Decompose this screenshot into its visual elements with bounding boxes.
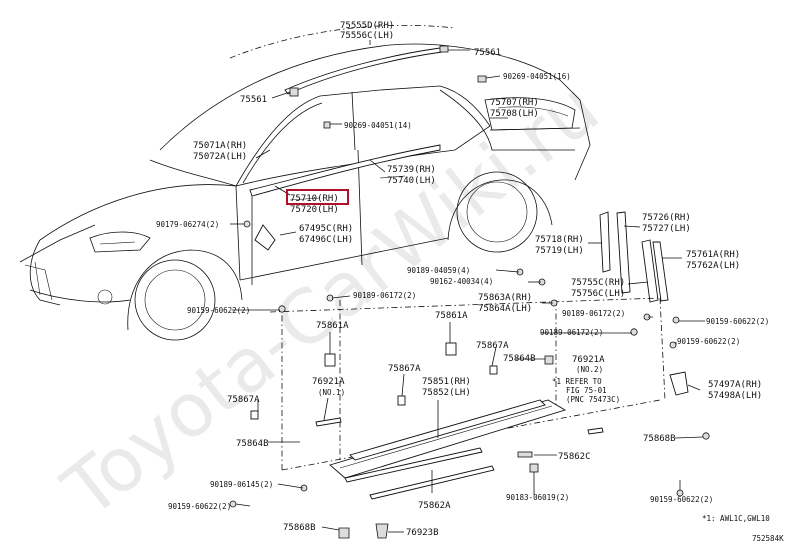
label-75861A-b[interactable]: 75861A xyxy=(435,311,468,321)
label-75756C[interactable]: 75756C(LH) xyxy=(571,289,625,299)
label-75852[interactable]: 75852(LH) xyxy=(422,388,471,398)
footnote: *1: AWL1C,GWL10 xyxy=(702,514,770,523)
label-75863A[interactable]: 75863A(RH) xyxy=(478,293,532,303)
label-90189-06172-c[interactable]: 90189-06172(2) xyxy=(540,328,603,337)
label-90269-04051-14[interactable]: 90269-04051(14) xyxy=(344,121,412,130)
part-labels: 75555D(RH) 75556C(LH) 75561 90269-04051(… xyxy=(156,21,784,543)
label-75708[interactable]: 75708(LH) xyxy=(490,109,539,119)
label-75864B-b[interactable]: 75864B xyxy=(236,439,269,449)
label-75720[interactable]: 75720(LH) xyxy=(290,205,339,215)
label-75071A[interactable]: 75071A(RH) xyxy=(193,141,247,151)
car-body-outline xyxy=(19,24,591,341)
label-90189-06172-a[interactable]: 90189-06172(2) xyxy=(353,291,416,300)
label-no1: (NO.1) xyxy=(318,388,345,397)
label-75072A[interactable]: 75072A(LH) xyxy=(193,152,247,162)
label-67496C[interactable]: 67496C(LH) xyxy=(299,235,353,245)
label-90179-06274[interactable]: 90179-06274(2) xyxy=(156,220,219,229)
label-90162-40034[interactable]: 90162-40034(4) xyxy=(430,277,493,286)
label-90159-60622-b[interactable]: 90159-60622(2) xyxy=(706,317,769,326)
label-90159-60622-e[interactable]: 90159-60622(2) xyxy=(650,495,713,504)
label-75867A-a[interactable]: 75867A xyxy=(476,341,509,351)
label-75864B-a[interactable]: 75864B xyxy=(503,354,536,364)
label-75561-left[interactable]: 75561 xyxy=(240,95,267,105)
label-75555D[interactable]: 75555D(RH) xyxy=(340,21,394,31)
label-57498A[interactable]: 57498A(LH) xyxy=(708,391,762,401)
label-75851[interactable]: 75851(RH) xyxy=(422,377,471,387)
label-90183-06019[interactable]: 90183-06019(2) xyxy=(506,493,569,502)
label-90189-06145[interactable]: 90189-06145(2) xyxy=(210,480,273,489)
highlight-box xyxy=(286,189,349,205)
label-75719[interactable]: 75719(LH) xyxy=(535,246,584,256)
label-57497A[interactable]: 57497A(RH) xyxy=(708,380,762,390)
refer-note-2: FIG 75-01 xyxy=(566,386,607,395)
label-75755C[interactable]: 75755C(RH) xyxy=(571,278,625,288)
label-75561-top[interactable]: 75561 xyxy=(474,48,501,58)
label-75868B-a[interactable]: 75868B xyxy=(643,434,676,444)
label-no2: (NO.2) xyxy=(576,365,603,374)
label-75762A[interactable]: 75762A(LH) xyxy=(686,261,740,271)
label-75739[interactable]: 75739(RH) xyxy=(387,165,436,175)
label-75556C[interactable]: 75556C(LH) xyxy=(340,31,394,41)
label-90189-06172-b[interactable]: 90189-06172(2) xyxy=(562,309,625,318)
label-75862A[interactable]: 75862A xyxy=(418,501,451,511)
label-75868B-b[interactable]: 75868B xyxy=(283,523,316,533)
label-75761A[interactable]: 75761A(RH) xyxy=(686,250,740,260)
refer-note-1: *1 REFER TO xyxy=(552,377,602,386)
refer-note-3: (PNC 75473C) xyxy=(566,395,620,404)
front-wheel xyxy=(127,249,243,341)
pillar-garnish-parts xyxy=(588,211,682,303)
label-90159-60622-c[interactable]: 90159-60622(2) xyxy=(677,337,740,346)
label-75727[interactable]: 75727(LH) xyxy=(642,224,691,234)
label-67495C[interactable]: 67495C(RH) xyxy=(299,224,353,234)
label-90189-04059[interactable]: 90189-04059(4) xyxy=(407,266,470,275)
label-76921A-a[interactable]: 76921A xyxy=(572,355,605,365)
leader-lines-rocker xyxy=(232,269,705,533)
label-90159-60622-d[interactable]: 90159-60622(2) xyxy=(168,502,231,511)
diagram-id: 752584K xyxy=(752,534,784,543)
label-75864A[interactable]: 75864A(LH) xyxy=(478,304,532,314)
label-75862C[interactable]: 75862C xyxy=(558,452,591,462)
label-90159-60622-a[interactable]: 90159-60622(2) xyxy=(187,306,250,315)
label-75710[interactable]: 75710(RH) xyxy=(290,194,339,204)
screw xyxy=(243,220,251,228)
label-75718[interactable]: 75718(RH) xyxy=(535,235,584,245)
label-75861A-a[interactable]: 75861A xyxy=(316,321,349,331)
rear-wheel xyxy=(447,171,553,253)
label-75726[interactable]: 75726(RH) xyxy=(642,213,691,223)
label-75707[interactable]: 75707(RH) xyxy=(490,98,539,108)
label-76923B[interactable]: 76923B xyxy=(406,528,439,538)
label-75867A-c[interactable]: 75867A xyxy=(227,395,260,405)
label-75740[interactable]: 75740(LH) xyxy=(387,176,436,186)
rocker-panel-assembly xyxy=(229,268,710,539)
label-76921A-b[interactable]: 76921A xyxy=(312,377,345,387)
label-75867A-b[interactable]: 75867A xyxy=(388,364,421,374)
label-90269-04051-16[interactable]: 90269-04051(16) xyxy=(503,72,571,81)
